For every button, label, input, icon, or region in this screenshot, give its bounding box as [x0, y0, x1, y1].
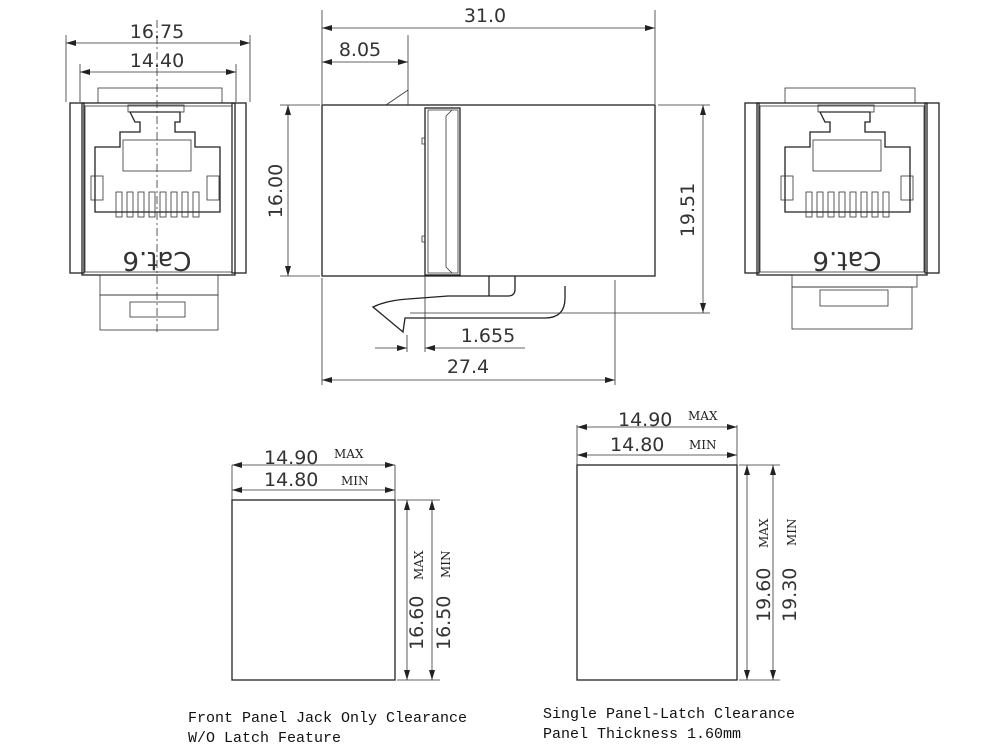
- width-max-label: MAX: [688, 409, 718, 423]
- height-min-value: 19.30: [779, 568, 801, 622]
- height-min-label: MIN: [785, 518, 799, 546]
- side-view-jack: [321, 89, 656, 334]
- dim-latch-tip: 1.655: [461, 325, 515, 347]
- side-view-dimensions: 31.0 8.05 16.00 19.51 1.655 27.4: [265, 5, 710, 385]
- caption-line1: Single Panel-Latch Clearance: [543, 706, 795, 723]
- width-min-value: 14.80: [610, 434, 664, 456]
- front-view-jack: Cat.6: [69, 20, 247, 335]
- rear-view-jack: Cat.6: [744, 87, 940, 330]
- height-min-label: MIN: [439, 550, 453, 578]
- front-view-dimensions: 16.75 14.40: [65, 21, 251, 102]
- cutout-front-panel: 14.90 MAX 14.80 MIN 16.60 MAX 16.50 MIN …: [188, 447, 467, 747]
- caption-line1: Front Panel Jack Only Clearance: [188, 710, 467, 727]
- height-max-label: MAX: [757, 518, 771, 548]
- width-max-label: MAX: [334, 447, 364, 461]
- dim-height: 16.00: [265, 164, 287, 218]
- width-max-value: 14.90: [618, 409, 672, 431]
- height-max-value: 19.60: [753, 568, 775, 622]
- width-min-label: MIN: [341, 474, 369, 488]
- cat6-marking: Cat.6: [812, 245, 881, 275]
- dim-width-inner: 14.40: [130, 50, 184, 72]
- contact-pins: [115, 191, 200, 218]
- width-min-value: 14.80: [264, 469, 318, 491]
- caption-line2: W/O Latch Feature: [188, 730, 341, 747]
- dim-length-total: 31.0: [464, 5, 506, 27]
- width-min-label: MIN: [689, 438, 717, 452]
- height-max-value: 16.60: [406, 596, 428, 650]
- dim-latch-offset: 8.05: [339, 39, 381, 61]
- caption-line2: Panel Thickness 1.60mm: [543, 726, 741, 743]
- dim-width-outer: 16.75: [130, 21, 184, 43]
- height-min-value: 16.50: [433, 596, 455, 650]
- height-max-label: MAX: [412, 550, 426, 580]
- width-max-value: 14.90: [264, 447, 318, 469]
- contact-pins: [805, 191, 890, 218]
- dim-length-body: 27.4: [447, 356, 489, 378]
- dim-height-with-latch: 19.51: [677, 183, 699, 237]
- cutout-panel-latch: 14.90 MAX 14.80 MIN 19.60 MAX 19.30 MIN …: [543, 409, 801, 743]
